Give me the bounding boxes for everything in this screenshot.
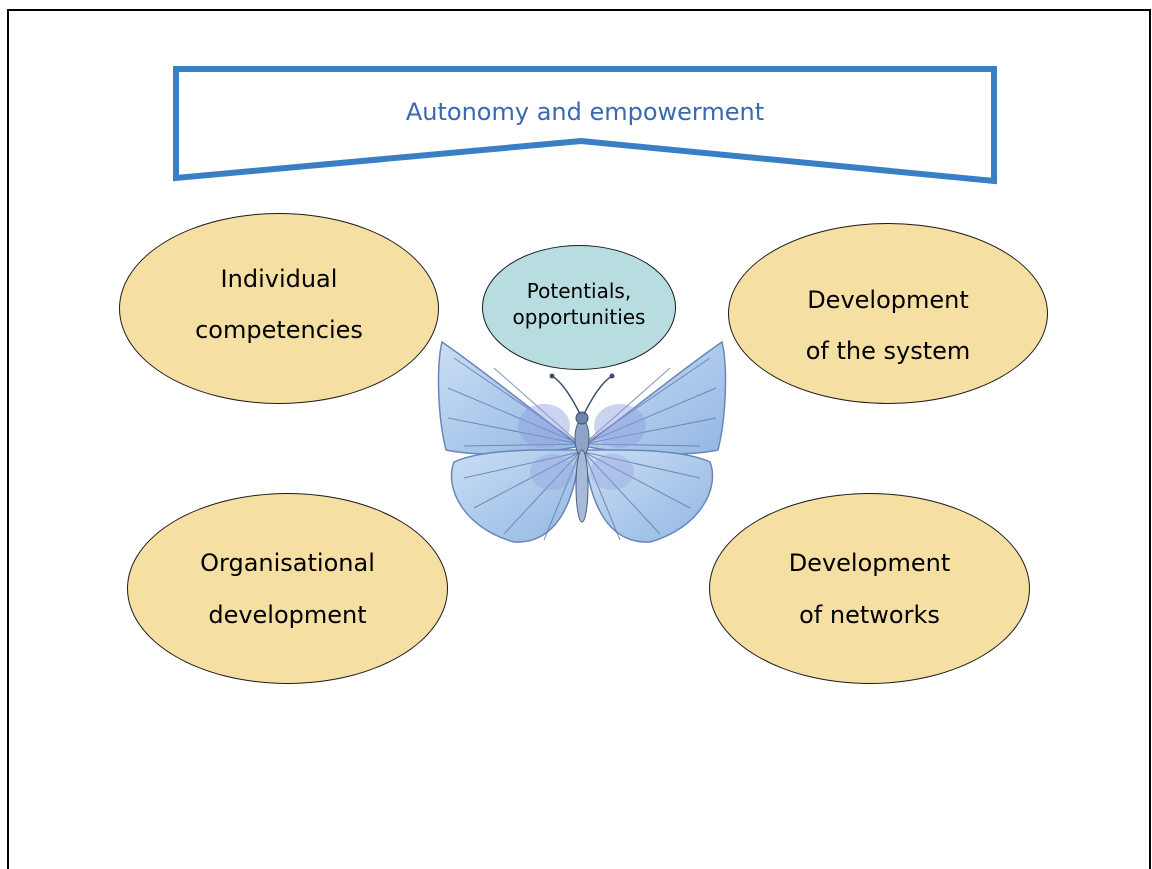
potentials-line2: opportunities <box>512 304 646 329</box>
page-frame <box>7 9 1151 869</box>
organisational-development-oval: Organisational development <box>127 493 448 684</box>
development-of-networks-line1: Development <box>788 548 951 577</box>
individual-competencies-oval: Individual competencies <box>119 213 439 404</box>
development-of-system-line1: Development <box>807 285 969 314</box>
potentials-opportunities-ellipse: Potentials, opportunities <box>482 245 676 370</box>
development-of-system-oval: Development of the system <box>728 223 1048 404</box>
potentials-line1: Potentials, <box>526 278 632 303</box>
development-of-system-line2: of the system <box>805 336 971 365</box>
development-of-networks-line2: of networks <box>799 600 940 629</box>
individual-competencies-line2: competencies <box>195 315 363 344</box>
butterfly-icon <box>437 340 727 543</box>
organisational-development-line1: Organisational <box>200 548 375 577</box>
organisational-development-line2: development <box>208 600 367 629</box>
development-of-networks-oval: Development of networks <box>709 493 1030 684</box>
individual-competencies-line1: Individual <box>220 264 338 293</box>
banner-title: Autonomy and empowerment <box>405 98 765 126</box>
